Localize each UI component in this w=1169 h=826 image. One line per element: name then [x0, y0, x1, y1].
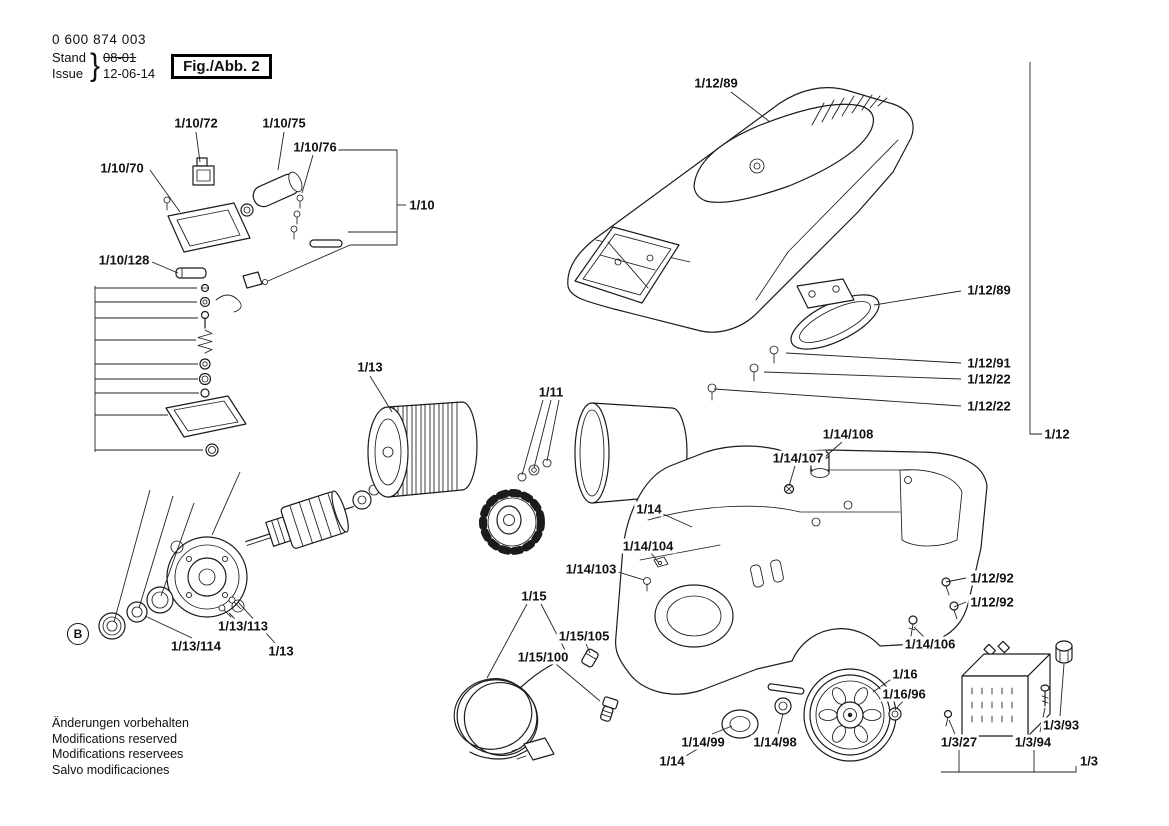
- lower-housing-hardware: [644, 451, 959, 637]
- hub-caps: [722, 698, 791, 738]
- issue-label: Issue: [52, 66, 84, 81]
- part-label: 1/12/91: [965, 355, 1013, 371]
- armature: [239, 485, 379, 563]
- part-label: 1/15/105: [556, 628, 612, 644]
- part-label: 1/3/94: [1012, 734, 1054, 750]
- old-issue-date: 08-01: [103, 50, 137, 65]
- legal-line-es: Salvo modificaciones: [52, 762, 170, 777]
- upper-housing: [568, 88, 913, 332]
- part-label: 1/3/93: [1040, 717, 1082, 733]
- part-label: 1/14/104: [620, 538, 676, 554]
- part-label: 1/12/92: [968, 594, 1016, 610]
- upper-housing-screws: [708, 346, 778, 400]
- lower-housing: [616, 446, 987, 694]
- part-label: 1/14/107: [770, 450, 826, 466]
- part-label: 1/16/96: [880, 686, 928, 702]
- part-number: 0 600 874 003: [52, 32, 147, 47]
- power-cord: [447, 648, 619, 770]
- part-label: 1/13: [355, 359, 385, 375]
- new-issue-date: 12-06-14: [103, 66, 156, 81]
- part-label: 1/14/106: [902, 636, 958, 652]
- part-label: 1/3/27: [938, 734, 980, 750]
- part-label: 1/10/72: [172, 115, 220, 131]
- part-label: 1/14/98: [751, 734, 799, 750]
- part-label: 1/14: [657, 753, 687, 769]
- part-label: 1/13: [266, 643, 296, 659]
- part-label: 1/15/100: [515, 649, 571, 665]
- part-label: 1/10/128: [96, 252, 152, 268]
- part-label: 1/10/76: [291, 139, 339, 155]
- legal-line-de: Änderungen vorbehalten: [52, 716, 189, 730]
- brace-glyph: }: [89, 48, 101, 83]
- part-label: 1/12/89: [692, 75, 740, 91]
- stator-housing: [368, 402, 477, 497]
- part-label: 1/10: [407, 197, 437, 213]
- legal-line-fr: Modifications reservees: [52, 747, 184, 761]
- part-label: 1/14/103: [563, 561, 619, 577]
- part-label: 1/14/99: [679, 734, 727, 750]
- legal-notice: Änderungen vorbehalten Modifications res…: [52, 716, 189, 778]
- part-label: 1/3: [1077, 753, 1101, 769]
- leader-lines: [95, 62, 1076, 772]
- part-label: 1/16: [890, 666, 920, 682]
- part-label: 1/11: [536, 384, 566, 400]
- part-label: 1/12: [1042, 426, 1072, 442]
- part-label: 1/14: [634, 501, 664, 517]
- part-label: 1/10/75: [260, 115, 308, 131]
- reference-balloon-b: B: [67, 623, 89, 645]
- lamp-bracket: [784, 279, 887, 360]
- part-label: 1/12/22: [965, 398, 1013, 414]
- legal-line-en: Modifications reserved: [52, 731, 178, 746]
- fan-wheel: [478, 459, 551, 556]
- part-label: 1/14/108: [820, 426, 876, 442]
- figure-label: Fig./Abb. 2: [171, 53, 272, 79]
- part-label: 1/12/92: [968, 570, 1016, 586]
- part-label: 1/12/22: [965, 371, 1013, 387]
- small-parts-column: [166, 285, 246, 457]
- part-label: 1/13/113: [216, 618, 270, 634]
- stand-label: Stand: [52, 50, 86, 65]
- pump-head: [99, 537, 247, 639]
- part-label: 1/12/89: [965, 282, 1013, 298]
- part-label: 1/10/70: [98, 160, 146, 176]
- switch-assembly: [164, 158, 342, 288]
- part-label: 1/15: [519, 588, 549, 604]
- capacitor-box: [945, 641, 1073, 736]
- title-block: 0 600 874 003 Stand Issue } 08-01 12-06-…: [52, 32, 272, 82]
- part-label: 1/13/114: [169, 638, 223, 654]
